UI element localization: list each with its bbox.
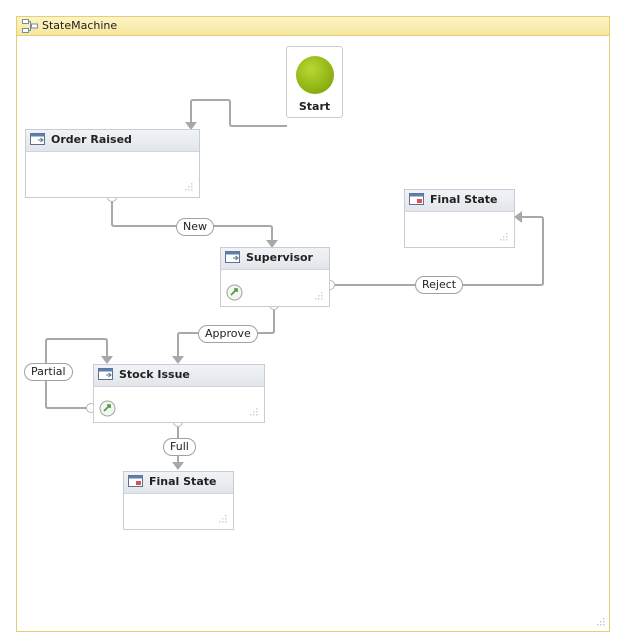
state-header[interactable] (405, 190, 514, 212)
start-node[interactable]: Start (286, 46, 343, 118)
start-icon (296, 56, 334, 94)
state-supervisor[interactable]: Supervisor (220, 247, 330, 307)
resize-grip-icon[interactable] (314, 291, 323, 300)
transition-label-approve[interactable]: Approve (198, 325, 258, 343)
state-stock-issue[interactable]: Stock Issue (93, 364, 265, 423)
final-state-icon (409, 193, 424, 205)
start-label: Start (298, 100, 331, 113)
transition-label-new[interactable]: New (176, 218, 214, 236)
state-machine-canvas[interactable] (16, 16, 610, 632)
state-order-raised[interactable]: Order Raised (25, 129, 200, 198)
transition-label-reject[interactable]: Reject (415, 276, 464, 294)
canvas-title: StateMachine (42, 19, 118, 32)
resize-grip-icon[interactable] (499, 232, 508, 241)
state-icon (98, 368, 113, 380)
state-title: Final State (430, 193, 498, 206)
transition-trigger-icon[interactable] (99, 400, 116, 417)
final-state-icon (128, 475, 143, 487)
resize-grip-icon[interactable] (218, 514, 227, 523)
state-title: Supervisor (246, 251, 313, 264)
transition-label-partial[interactable]: Partial (24, 363, 73, 381)
state-machine-icon (22, 19, 38, 33)
transition-trigger-icon[interactable] (226, 284, 243, 301)
state-header[interactable] (94, 365, 264, 387)
state-title: Order Raised (51, 133, 132, 146)
transition-label-full[interactable]: Full (163, 438, 196, 456)
resize-grip-icon[interactable] (249, 407, 258, 416)
state-icon (30, 133, 45, 145)
canvas-header[interactable] (16, 16, 610, 36)
state-title: Final State (149, 475, 217, 488)
canvas-resize-grip-icon[interactable] (596, 617, 605, 626)
resize-grip-icon[interactable] (184, 182, 193, 191)
state-icon (225, 251, 240, 263)
state-final-top[interactable]: Final State (404, 189, 515, 248)
state-header[interactable] (26, 130, 199, 152)
state-header[interactable] (221, 248, 329, 270)
state-title: Stock Issue (119, 368, 190, 381)
state-final-bottom[interactable]: Final State (123, 471, 234, 530)
state-header[interactable] (124, 472, 233, 494)
